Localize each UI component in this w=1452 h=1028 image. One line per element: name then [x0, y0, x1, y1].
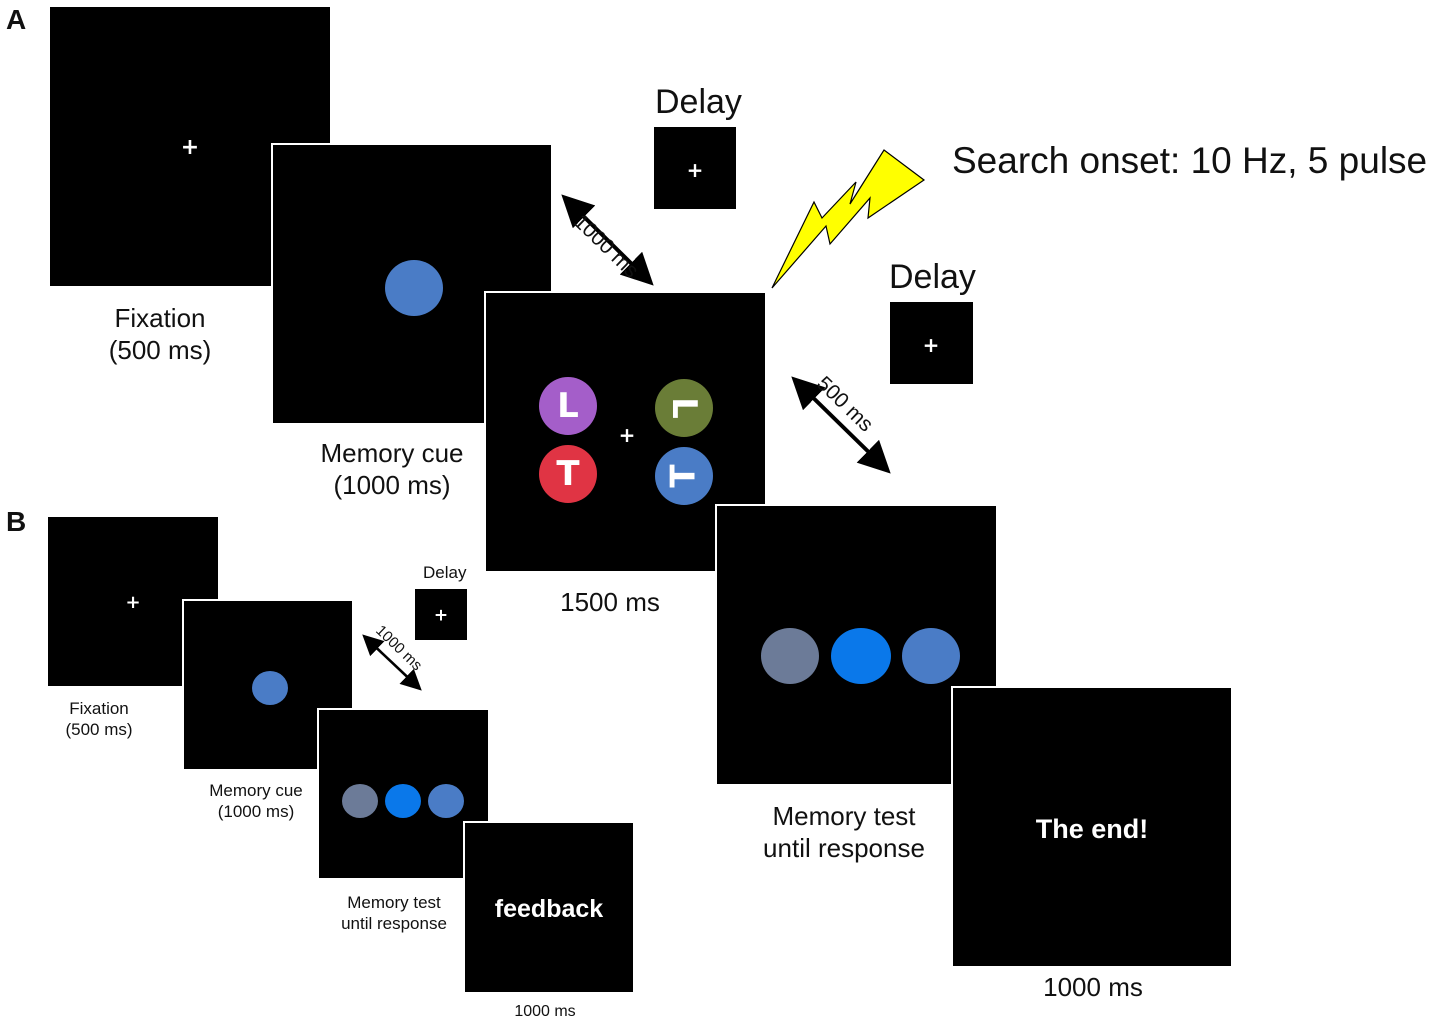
- a-end-duration: 1000 ms: [1043, 972, 1143, 1002]
- b-memory-cue-dot: [252, 671, 288, 705]
- b-interval-arrow: [362, 634, 422, 691]
- a-stimulation-label: Search onset: 10 Hz, 5 pulse: [952, 140, 1428, 181]
- a-delay-1-label: Delay: [655, 83, 742, 121]
- b-fixation-cross: +: [125, 592, 141, 613]
- b-delay-label: Delay: [423, 563, 467, 582]
- b-delay-cross: +: [433, 605, 449, 626]
- lightning-bolt-shape: [771, 149, 926, 289]
- b-memory-test-sublabel: until response: [341, 913, 447, 933]
- a-memory-cue-screen: [271, 143, 553, 425]
- a-search-item-3: T: [539, 445, 597, 503]
- b-memory-test-option-3[interactable]: [428, 784, 464, 818]
- b-fixation-label: Fixation: [69, 699, 129, 718]
- b-feedback-text: feedback: [494, 895, 604, 923]
- a-search-item-3-letter: T: [556, 454, 580, 494]
- a-memory-test-sublabel: until response: [763, 832, 925, 863]
- b-fixation-duration: (500 ms): [65, 719, 133, 739]
- b-memory-test-screen: [317, 708, 490, 880]
- a-fixation-cross: +: [180, 135, 200, 160]
- b-memory-test-label: Memory test: [347, 893, 441, 912]
- a-search-item-1: L: [539, 377, 597, 435]
- a-interval-arrow-2: [791, 376, 891, 474]
- a-delay-2-screen: +: [890, 302, 973, 384]
- b-delay-screen: +: [415, 589, 467, 640]
- a-memory-test-label: Memory test: [772, 801, 916, 831]
- a-search-item-1-letter: L: [557, 386, 579, 426]
- a-memory-cue-caption: Memory cue (1000 ms): [292, 438, 492, 501]
- b-memory-cue-label: Memory cue: [209, 781, 303, 800]
- a-memory-test-caption: Memory test until response: [734, 801, 954, 864]
- a-end-text: The end!: [1035, 814, 1149, 844]
- a-memory-cue-dot: [385, 260, 443, 316]
- b-memory-cue-caption: Memory cue (1000 ms): [186, 781, 326, 822]
- a-interval-arrow-1: [561, 194, 654, 286]
- a-delay-1-screen: +: [654, 127, 736, 209]
- a-memory-cue-duration: (1000 ms): [333, 469, 451, 500]
- a-memory-test-option-2[interactable]: [831, 628, 891, 684]
- a-search-item-4-letter: T: [663, 464, 704, 488]
- a-memory-test-screen: [715, 504, 998, 786]
- a-memory-test-option-1[interactable]: [761, 628, 819, 684]
- b-feedback-duration: 1000 ms: [514, 1003, 576, 1020]
- b-memory-test-option-1[interactable]: [342, 784, 378, 818]
- a-memory-cue-label: Memory cue: [320, 438, 464, 468]
- a-search-item-2-letter: L: [663, 397, 704, 419]
- a-delay-2-cross: +: [922, 333, 940, 357]
- a-search-cross: +: [618, 423, 636, 447]
- a-fixation-label: Fixation: [114, 303, 206, 333]
- a-fixation-caption: Fixation (500 ms): [80, 303, 240, 366]
- a-search-item-4: T: [655, 447, 713, 505]
- panel-a-letter: A: [6, 4, 27, 35]
- a-end-screen: The end!: [951, 686, 1233, 968]
- b-memory-test-option-2[interactable]: [385, 784, 421, 818]
- b-memory-test-caption: Memory test until response: [324, 893, 464, 934]
- b-fixation-caption: Fixation (500 ms): [41, 699, 157, 740]
- a-delay-2-label: Delay: [889, 258, 976, 296]
- lightning-bolt-icon: [771, 149, 926, 289]
- a-fixation-duration: (500 ms): [108, 334, 212, 365]
- a-search-screen: L L T T +: [484, 291, 767, 573]
- a-search-duration: 1500 ms: [560, 587, 660, 617]
- a-delay-1-cross: +: [686, 158, 704, 182]
- panel-b-letter: B: [6, 506, 27, 537]
- b-memory-cue-duration: (1000 ms): [217, 801, 295, 821]
- a-memory-test-option-3[interactable]: [902, 628, 960, 684]
- b-feedback-screen: feedback: [463, 821, 635, 994]
- a-search-item-2: L: [655, 379, 713, 437]
